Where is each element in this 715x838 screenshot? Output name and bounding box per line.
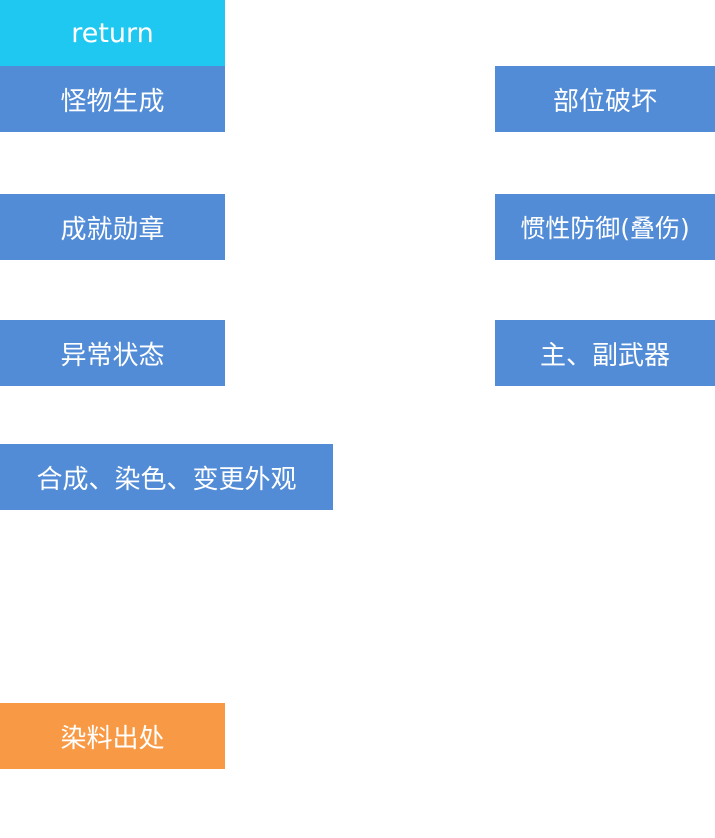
dye-source-button[interactable]: 染料出处 [0, 703, 225, 769]
craft-dye-appearance-button[interactable]: 合成、染色、变更外观 [0, 444, 333, 510]
achievements-button[interactable]: 成就勋章 [0, 194, 225, 260]
main-sub-weapon-button[interactable]: 主、副武器 [495, 320, 715, 386]
inertia-defense-button[interactable]: 惯性防御(叠伤) [495, 194, 715, 260]
return-button[interactable]: return [0, 0, 225, 66]
part-break-button[interactable]: 部位破坏 [495, 66, 715, 132]
monster-spawn-button[interactable]: 怪物生成 [0, 66, 225, 132]
status-effects-button[interactable]: 异常状态 [0, 320, 225, 386]
